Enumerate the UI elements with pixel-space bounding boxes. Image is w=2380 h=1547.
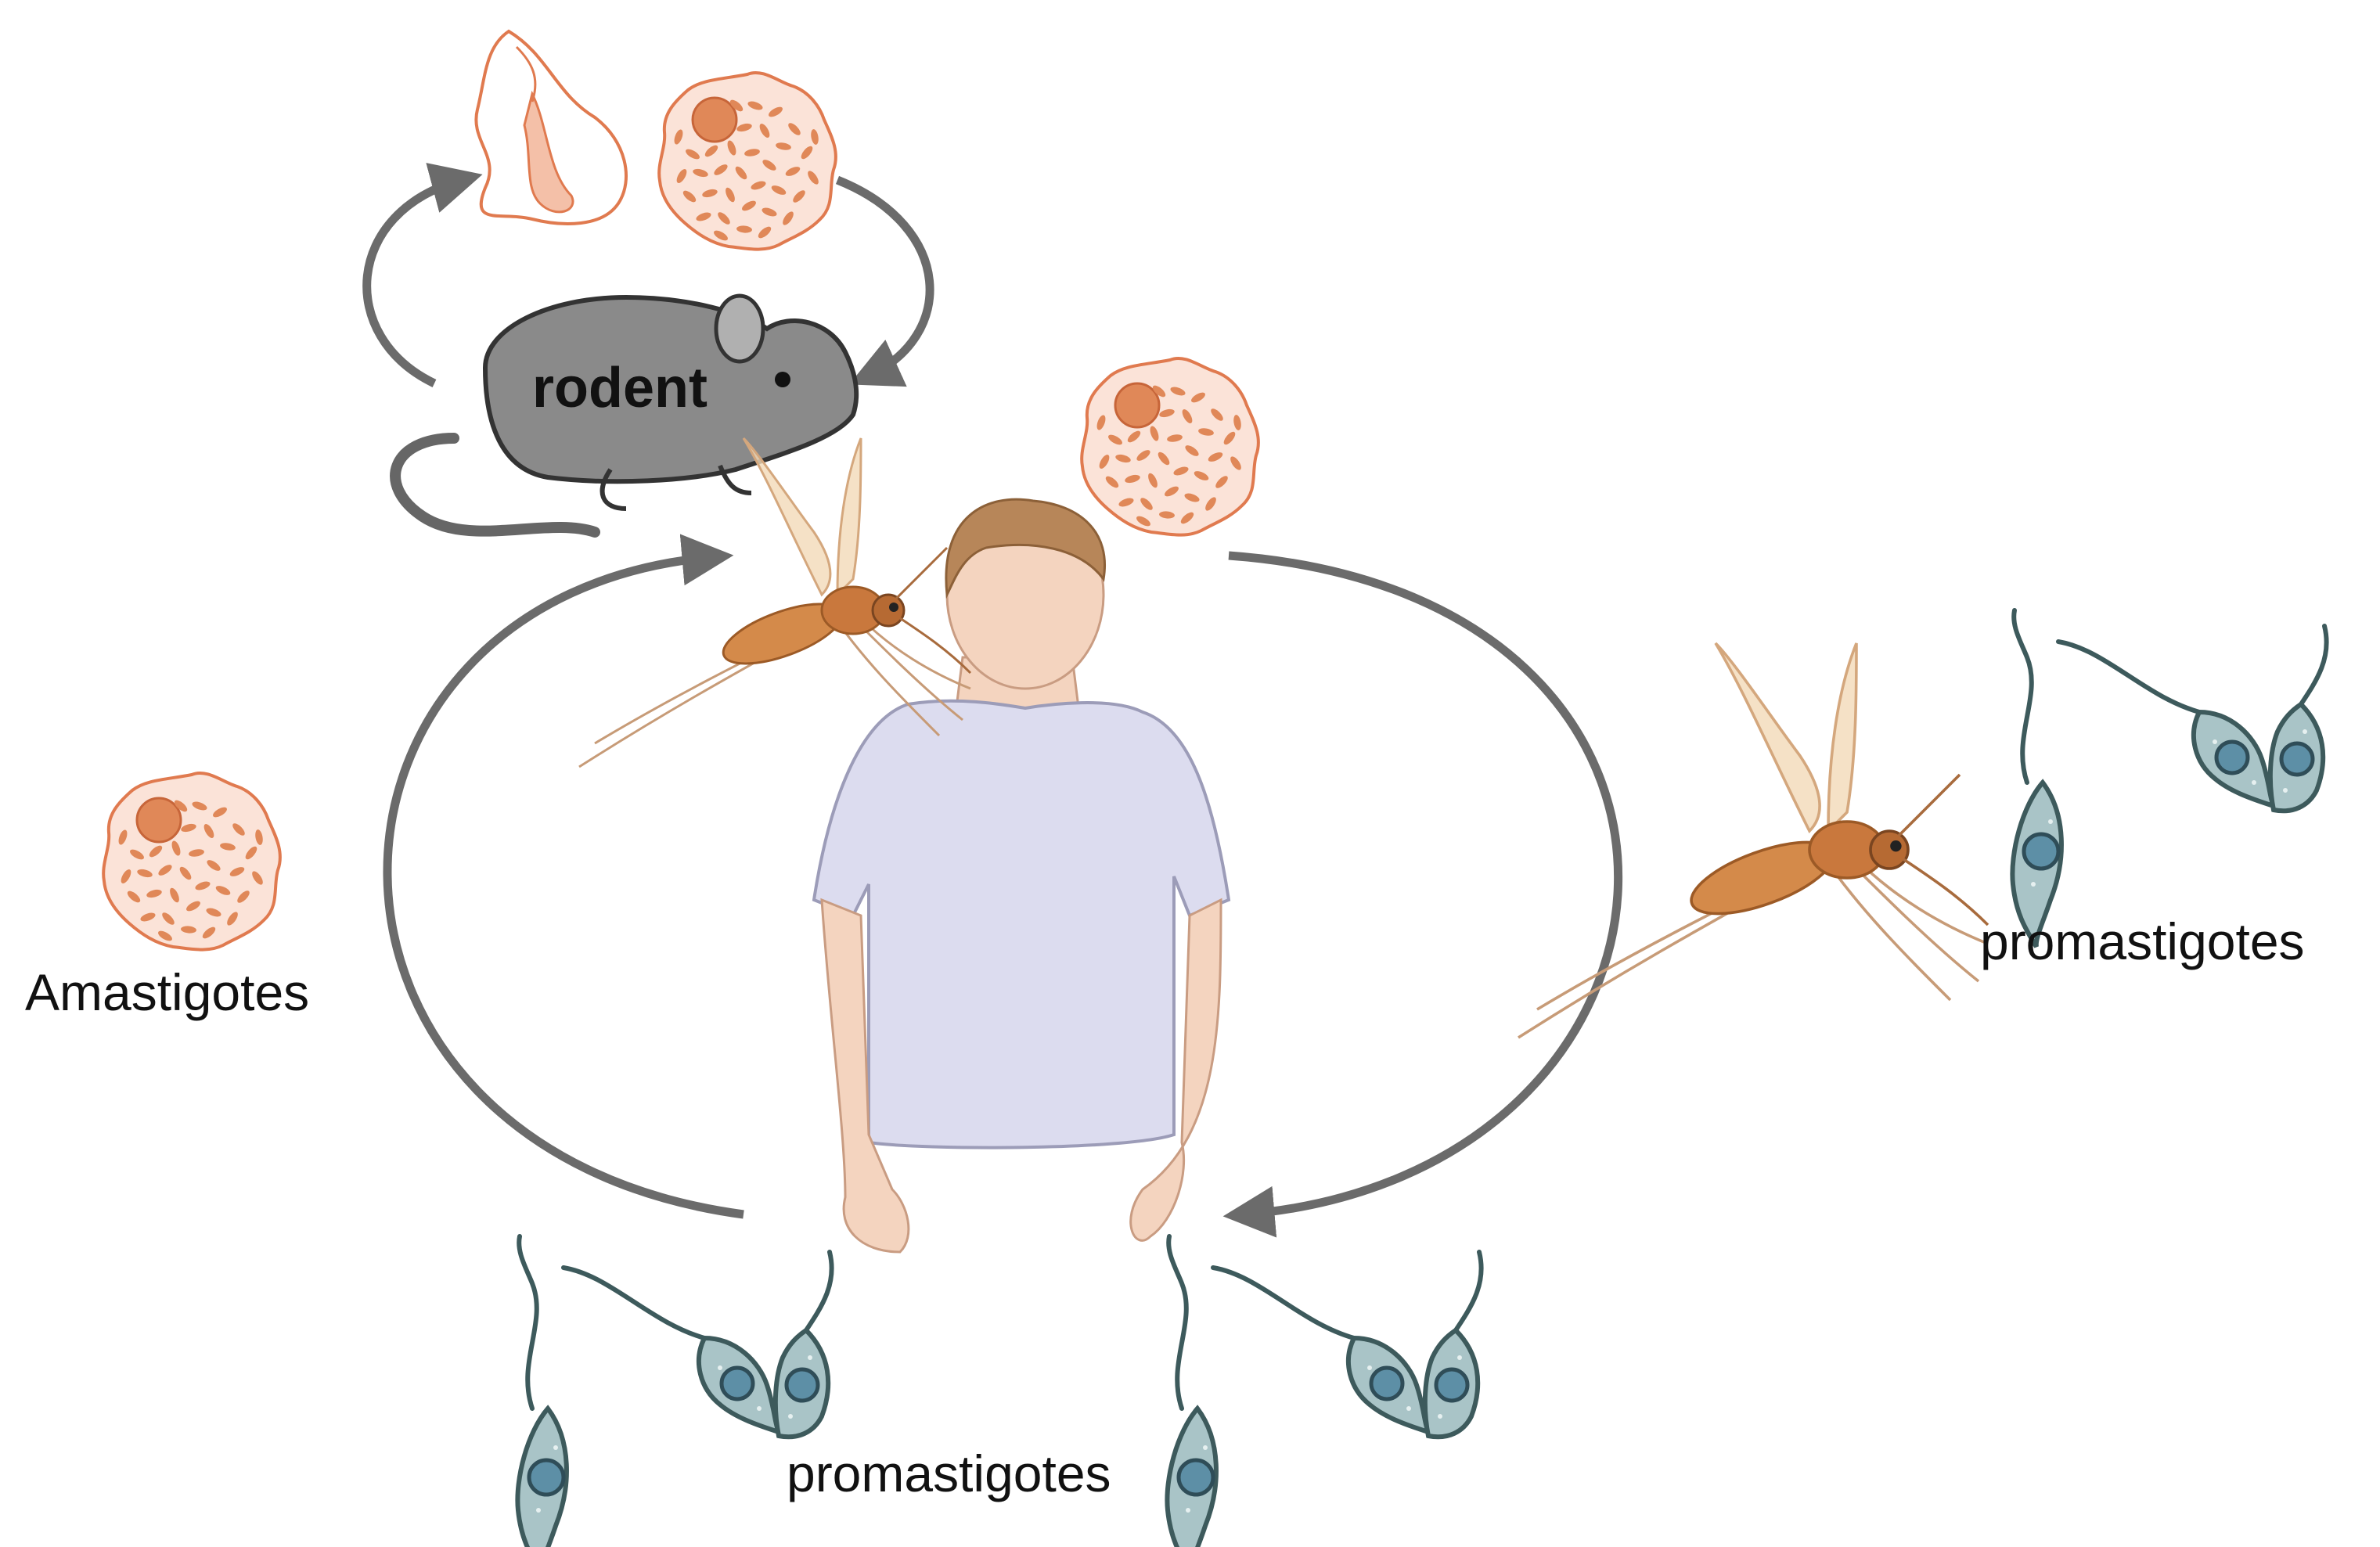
cycle-arrow	[362, 163, 483, 387]
amastigotes-label: Amastigotes	[25, 963, 310, 1021]
promastigote-icon	[1167, 1236, 1481, 1547]
human-figure	[812, 498, 1231, 1254]
rodent-label: rodent	[532, 357, 708, 419]
promastigotes-label-bottom: promastigotes	[787, 1444, 1111, 1502]
cycle-arrow	[1222, 551, 1622, 1238]
promastigote-icon	[2012, 610, 2326, 947]
infected-macrophage-icon	[657, 70, 837, 251]
sandfly-icon	[1517, 642, 1989, 1039]
promastigote-icon	[517, 1236, 831, 1547]
cycle-arrow	[383, 534, 744, 1219]
infected-macrophage-icon	[1080, 356, 1260, 537]
promastigotes-label-right: promastigotes	[1980, 912, 2305, 970]
rodent-icon	[390, 293, 859, 538]
infected-macrophage-icon	[102, 771, 282, 952]
cycle-arrow	[835, 175, 934, 387]
amastigote-icon	[474, 29, 628, 225]
